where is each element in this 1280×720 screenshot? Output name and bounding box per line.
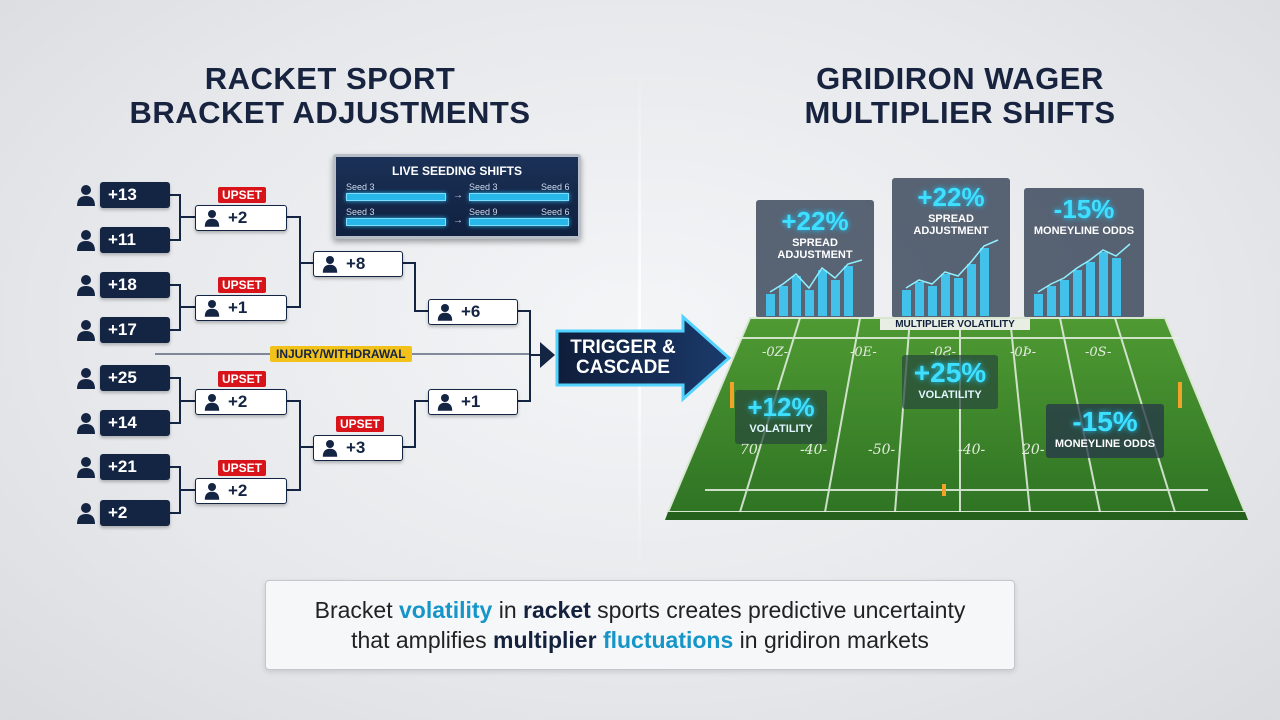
yard-marker: 70 <box>740 442 758 458</box>
left-title-line2: BRACKET ADJUSTMENTS <box>129 95 531 130</box>
player-icon <box>204 483 220 500</box>
player-icon <box>322 440 338 457</box>
trigger-cascade-arrow <box>555 313 732 403</box>
player-icon <box>204 300 220 317</box>
player-icon <box>77 320 95 341</box>
player-icon <box>437 394 453 411</box>
player-icon <box>77 503 95 524</box>
caption-line1: Bracket volatility in racket sports crea… <box>314 597 966 623</box>
yard-marker: -50- <box>868 442 896 458</box>
bracket-seed-box: +1 <box>428 389 518 415</box>
right-section-title: GRIDIRON WAGER MULTIPLIER SHIFTS <box>720 62 1200 130</box>
mini-bar-chart <box>1034 243 1131 316</box>
player-icon <box>77 368 95 389</box>
field-metric-volatility: +12% VOLATILITY <box>735 390 827 444</box>
seed-label: Seed 9 <box>469 207 498 217</box>
trigger-label: TRIGGER & CASCADE <box>570 337 676 378</box>
mini-bar-chart <box>902 239 999 316</box>
seed-bar <box>346 218 446 226</box>
player-icon <box>204 394 220 411</box>
mini-bar-chart <box>766 259 863 316</box>
bracket-seed-box: +3 <box>313 435 403 461</box>
metric-card-moneyline: -15% MONEYLINE ODDS <box>1024 188 1144 318</box>
bracket-seed-box: +25 <box>100 365 170 391</box>
player-icon <box>77 230 95 251</box>
bracket-seed-box: +14 <box>100 410 170 436</box>
yard-marker: 20- <box>1022 442 1045 458</box>
live-panel-title: LIVE SEEDING SHIFTS <box>391 164 523 178</box>
bracket-seed-box: +6 <box>428 299 518 325</box>
bracket-seed-box: +11 <box>100 227 170 253</box>
caption-box: Bracket volatility in racket sports crea… <box>265 580 1015 670</box>
live-seeding-panel: LIVE SEEDING SHIFTS Seed 3 Seed 3 Seed 6… <box>333 154 581 239</box>
caption-line2: that amplifies multiplier fluctuations i… <box>351 627 929 653</box>
seed-label: Seed 3 <box>346 207 375 217</box>
metric-card-spread: +22% SPREAD ADJUSTMENT <box>892 178 1010 318</box>
field-metric-moneyline: -15% MONEYLINE ODDS <box>1046 404 1164 458</box>
yard-marker: -0Z- <box>762 345 789 360</box>
divider-glow <box>638 60 641 580</box>
field-metric-volatility: +25% VOLATILITY <box>902 355 998 409</box>
player-icon <box>437 304 453 321</box>
bracket-seed-box: +2 <box>100 500 170 526</box>
seed-label: Seed 3 <box>346 182 375 192</box>
metric-card-spread: +22% SPREAD ADJUSTMENT <box>756 200 874 318</box>
player-icon <box>77 185 95 206</box>
bracket-seed-box: +2 <box>195 205 287 231</box>
left-section-title: RACKET SPORT BRACKET ADJUSTMENTS <box>80 62 580 130</box>
upset-tag: UPSET <box>218 371 267 387</box>
upset-tag: UPSET <box>218 277 267 293</box>
arrow-right-icon: → <box>453 190 463 201</box>
bracket-seed-box: +17 <box>100 317 170 343</box>
yard-marker: -0S- <box>1085 345 1112 360</box>
seed-bar <box>346 193 446 201</box>
yard-marker: -0Þ- <box>1010 345 1037 360</box>
field-title: MULTIPLIER VOLATILITY <box>880 319 1030 330</box>
upset-tag: UPSET <box>218 187 267 203</box>
seed-bar <box>469 218 569 226</box>
arrow-right-icon: → <box>453 215 463 226</box>
bracket-seed-box: +8 <box>313 251 403 277</box>
right-title-line2: MULTIPLIER SHIFTS <box>804 95 1116 130</box>
player-icon <box>77 457 95 478</box>
left-title-line1: RACKET SPORT <box>204 61 456 96</box>
bracket-seed-box: +13 <box>100 182 170 208</box>
bracket-seed-box: +1 <box>195 295 287 321</box>
seed-label: Seed 6 <box>541 182 570 192</box>
football-field <box>665 317 1248 520</box>
right-title-line1: GRIDIRON WAGER <box>816 61 1104 96</box>
yard-marker: -0E- <box>850 345 877 360</box>
seed-label: Seed 6 <box>541 207 570 217</box>
seed-bar <box>469 193 569 201</box>
bracket-seed-box: +21 <box>100 454 170 480</box>
injury-withdrawal-tag: INJURY/WITHDRAWAL <box>270 346 412 362</box>
upset-tag: UPSET <box>336 416 385 432</box>
player-icon <box>204 210 220 227</box>
bracket-seed-box: +18 <box>100 272 170 298</box>
player-icon <box>322 256 338 273</box>
bracket-seed-box: +2 <box>195 478 287 504</box>
player-icon <box>77 413 95 434</box>
player-icon <box>77 275 95 296</box>
bracket-seed-box: +2 <box>195 389 287 415</box>
seed-label: Seed 3 <box>469 182 498 192</box>
yard-marker: -40- <box>800 442 828 458</box>
upset-tag: UPSET <box>218 460 267 476</box>
yard-marker: -40- <box>958 442 986 458</box>
